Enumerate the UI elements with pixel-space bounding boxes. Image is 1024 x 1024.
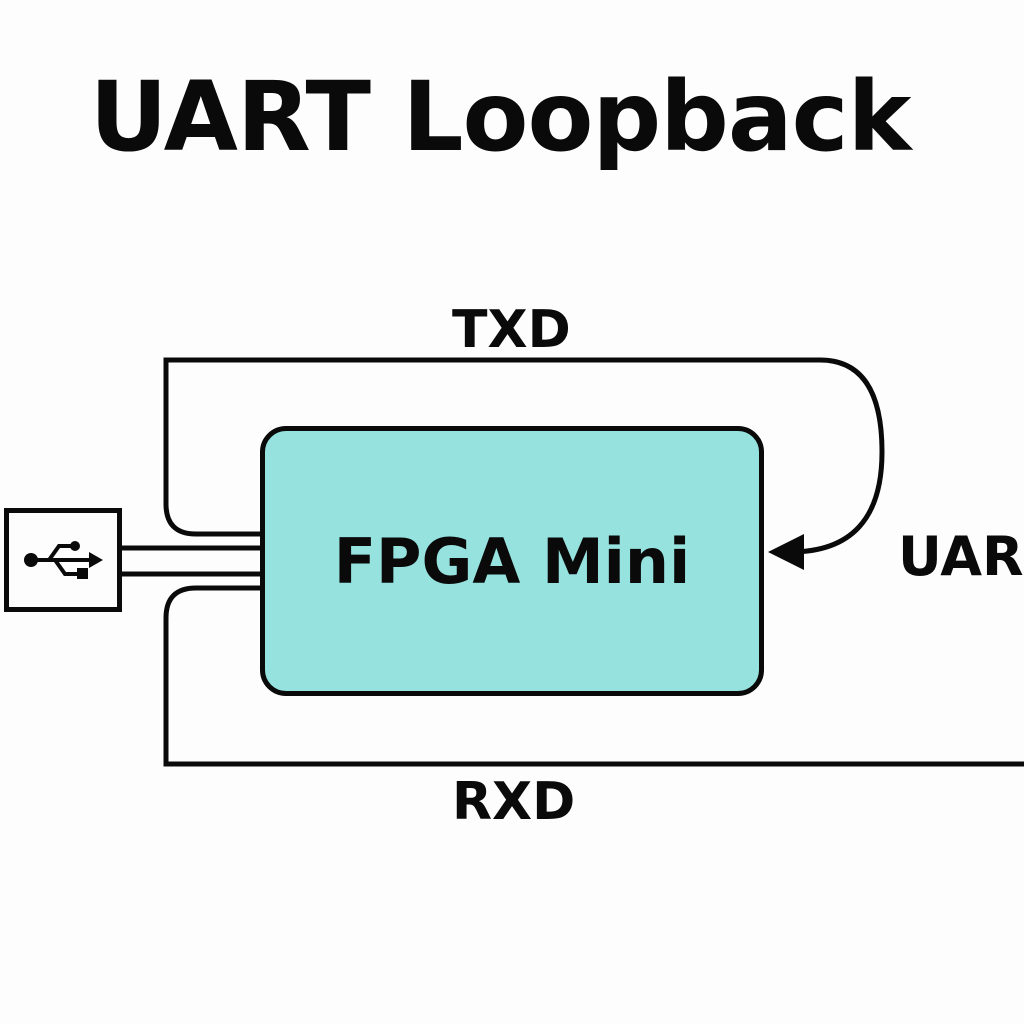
fpga-board: FPGA Mini bbox=[260, 426, 764, 696]
txd-arrowhead bbox=[768, 534, 804, 570]
usb-port bbox=[4, 508, 122, 612]
txd-label: TXD bbox=[452, 300, 571, 360]
fpga-board-label: FPGA Mini bbox=[333, 524, 691, 598]
txd-wire bbox=[163, 357, 885, 555]
rxd-label: RXD bbox=[452, 772, 576, 832]
uart-label: UAR bbox=[898, 525, 1024, 588]
usb-icon bbox=[24, 541, 103, 579]
diagram-title: UART Loopback bbox=[89, 61, 912, 173]
rxd-wire bbox=[163, 585, 1024, 767]
